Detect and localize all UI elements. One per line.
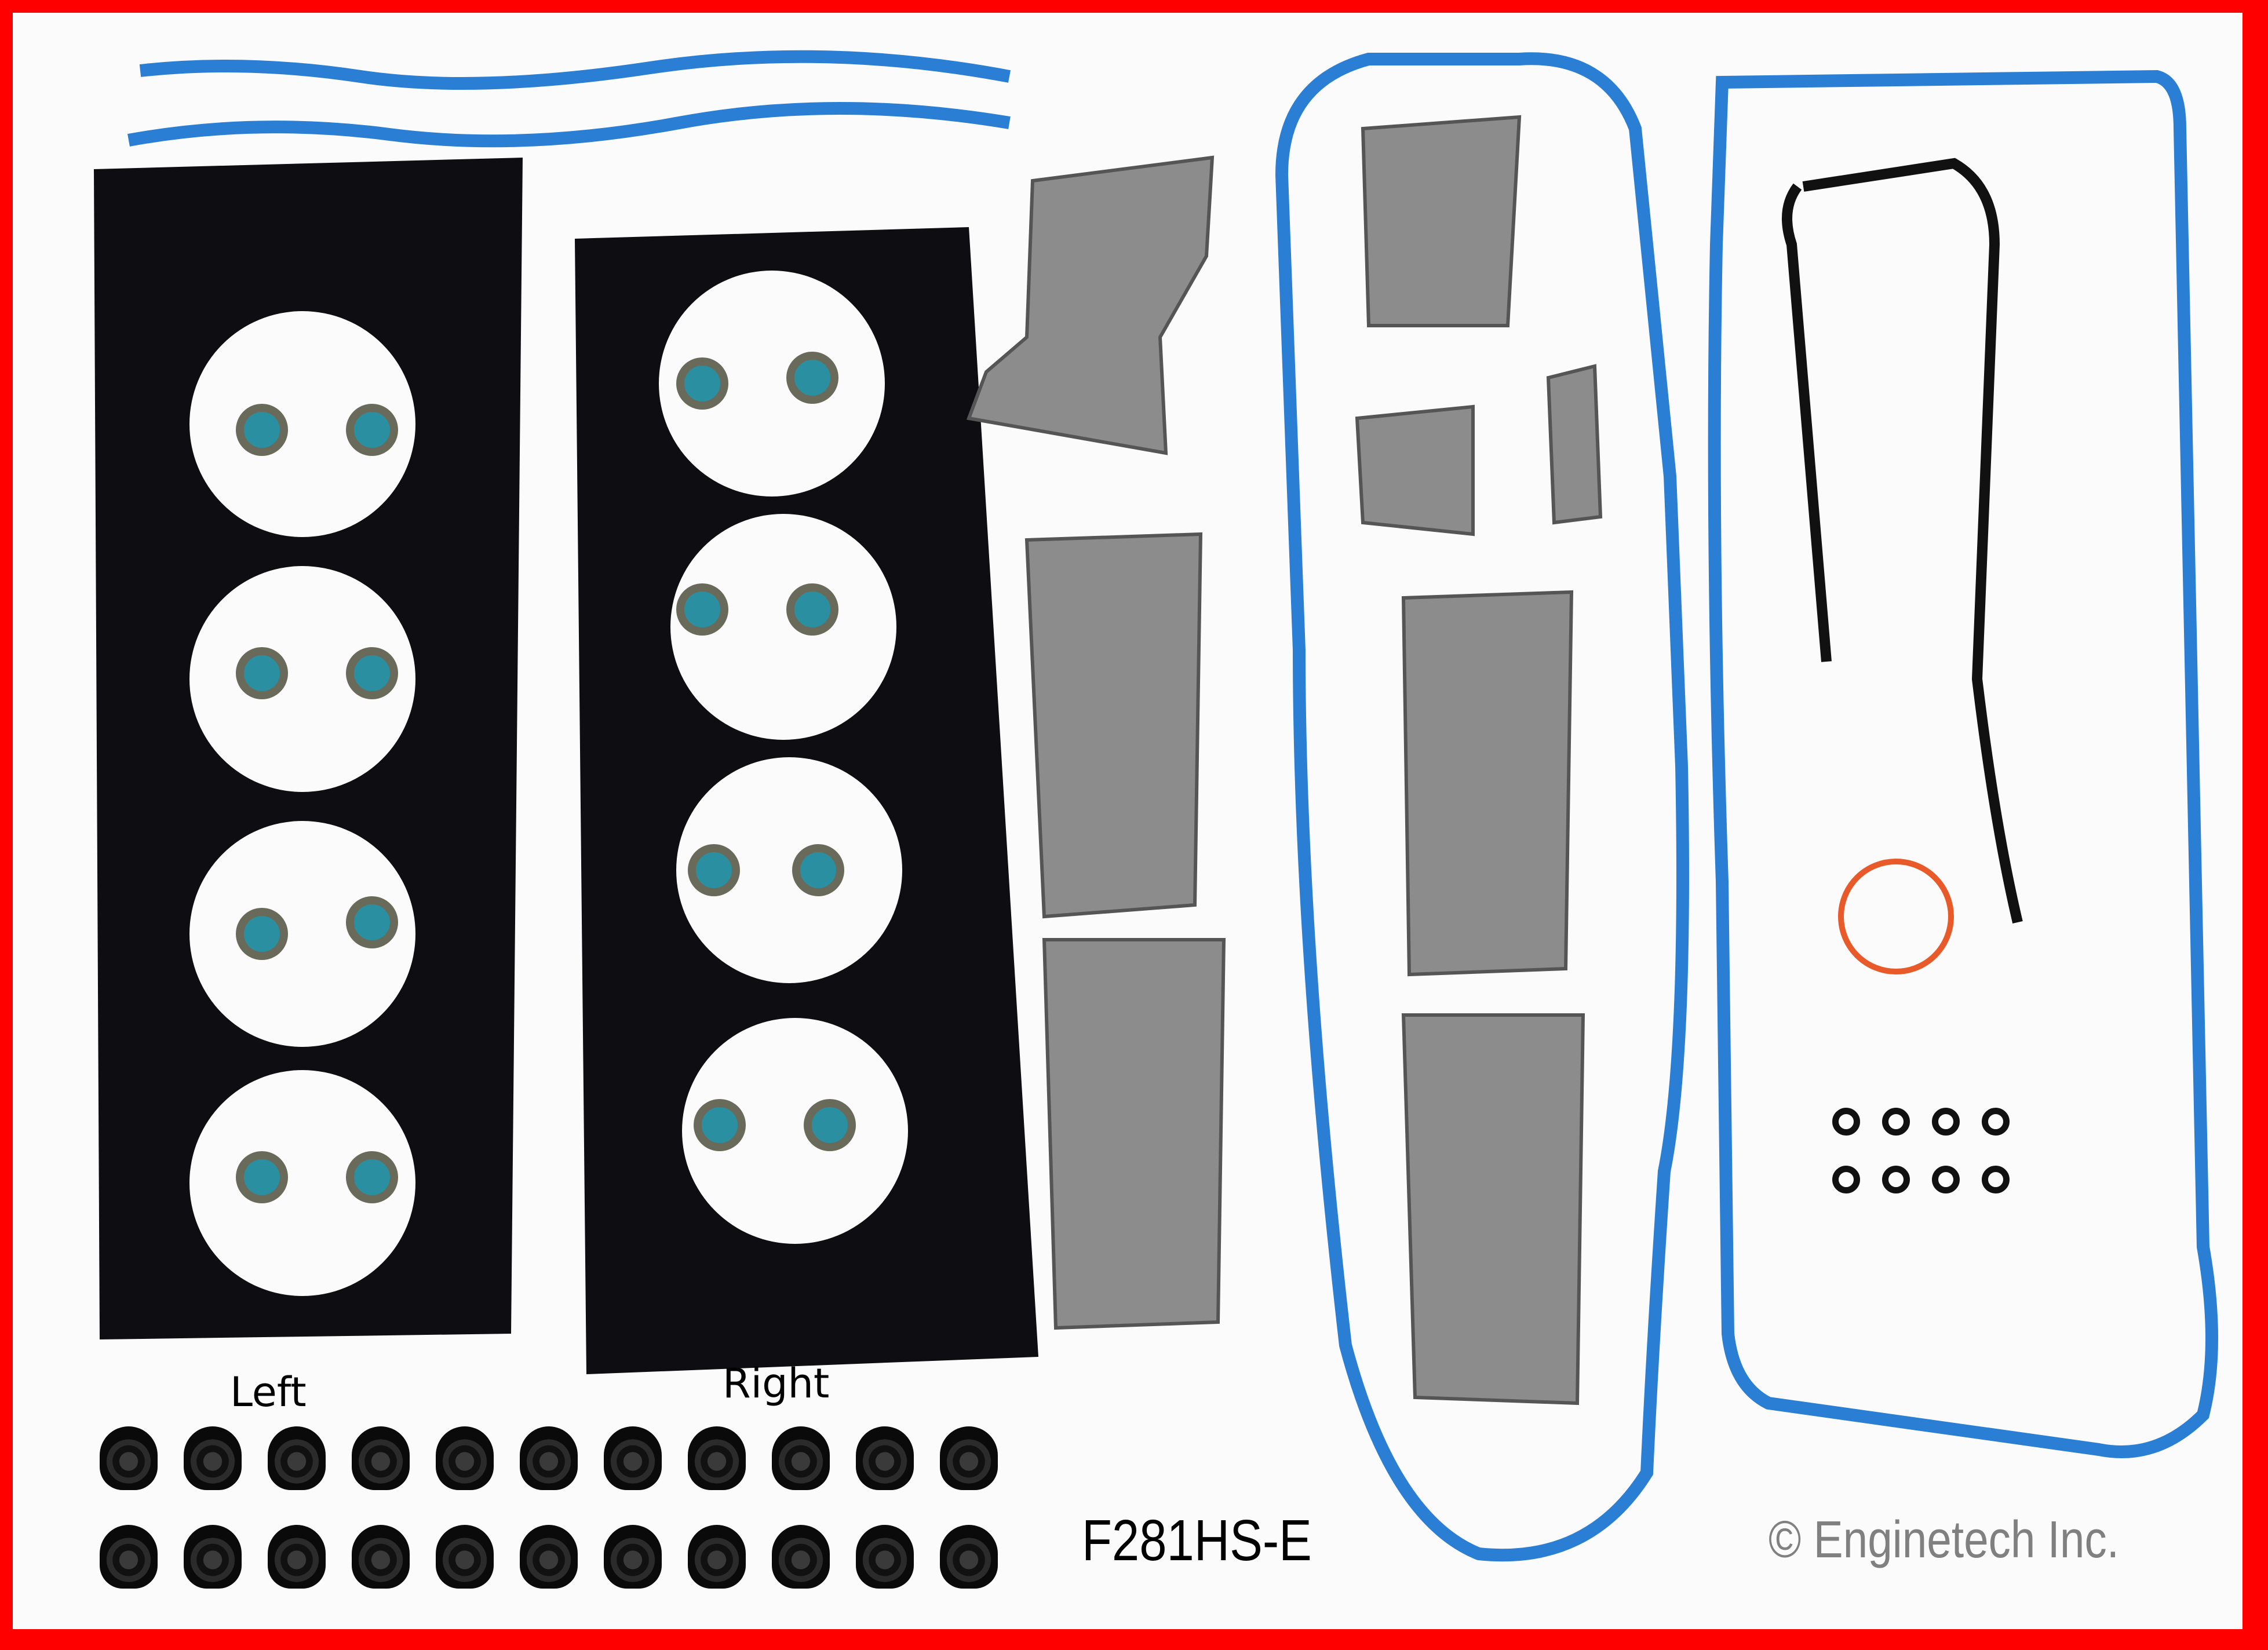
right-head-gasket <box>575 227 1038 1374</box>
grommet-seal <box>184 1426 242 1490</box>
o-ring <box>1932 1166 1960 1193</box>
grommet-seal <box>772 1426 830 1490</box>
o-ring <box>1832 1108 1860 1136</box>
grommet-seal <box>856 1426 914 1490</box>
o-ring <box>1982 1108 2010 1136</box>
grommet-seal <box>940 1426 998 1490</box>
grommet-seal <box>688 1525 746 1589</box>
grommet-seal <box>436 1426 494 1490</box>
gasket-set-illustration <box>94 50 2218 1562</box>
grommet-seal <box>604 1525 662 1589</box>
grommet-seal <box>352 1525 410 1589</box>
grommet-seal <box>772 1525 830 1589</box>
part-number: F281HS-E <box>1082 1508 1312 1573</box>
grommet-seal <box>268 1525 326 1589</box>
grommet-seal <box>688 1426 746 1490</box>
grommet-seal <box>352 1426 410 1490</box>
o-rings-row-2 <box>1832 1166 2010 1193</box>
left-label: Left <box>230 1368 307 1416</box>
left-head-gasket <box>94 158 523 1339</box>
o-ring <box>1882 1108 1910 1136</box>
product-photo: Left Right F281HS-E © Enginetech Inc. <box>13 13 2243 1629</box>
seals-row-1 <box>100 1426 998 1490</box>
o-ring <box>1932 1108 1960 1136</box>
o-rings-row-1 <box>1832 1108 2010 1136</box>
copyright-text: © Enginetech Inc. <box>1769 1511 2119 1569</box>
o-ring <box>1882 1166 1910 1193</box>
grommet-seal <box>100 1525 158 1589</box>
o-ring <box>1832 1166 1860 1193</box>
grommet-seal <box>100 1426 158 1490</box>
grommet-seal <box>436 1525 494 1589</box>
grommet-seal <box>856 1525 914 1589</box>
right-label: Right <box>723 1360 830 1407</box>
grommet-seal <box>268 1426 326 1490</box>
seals-row-2 <box>100 1525 998 1589</box>
grommet-seal <box>184 1525 242 1589</box>
o-ring <box>1982 1166 2010 1193</box>
grommet-seal <box>520 1426 578 1490</box>
grommet-seal <box>604 1426 662 1490</box>
grommet-seal <box>940 1525 998 1589</box>
grommet-seal <box>520 1525 578 1589</box>
